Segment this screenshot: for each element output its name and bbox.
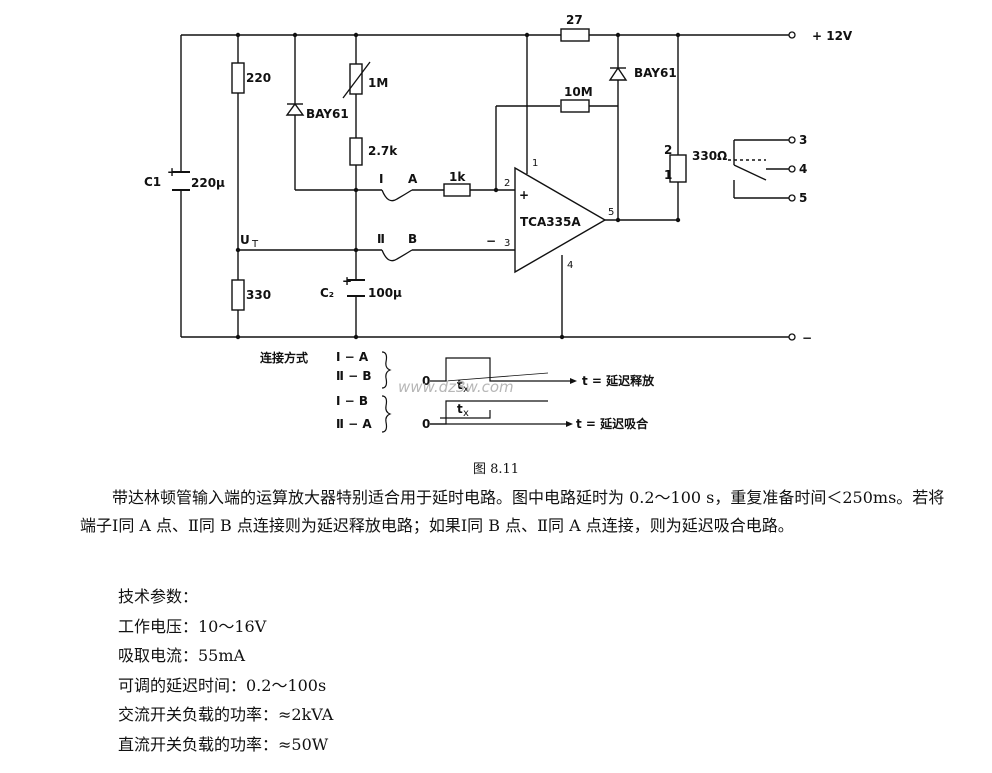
resistor-10m (560, 99, 590, 113)
jumper-ii-b (381, 249, 413, 262)
label-mode2-b: Ⅱ − A (336, 417, 372, 431)
label-mode1-a: Ⅰ − A (336, 350, 369, 364)
label-pin2: 2 (504, 178, 510, 189)
waveform-release (430, 357, 548, 382)
label-bay61-top: BAY61 (634, 66, 677, 80)
resistor-1k (443, 183, 471, 197)
label-ground: − (802, 331, 812, 345)
label-tx-sub-pull: x (463, 408, 469, 419)
jumper-i-a (381, 189, 413, 202)
label-r1k: 1k (449, 170, 466, 184)
resistor-2k7 (349, 137, 363, 166)
label-mode1-b: Ⅱ − B (336, 369, 371, 383)
diode-bay61-top (608, 66, 628, 81)
label-c1-value: 220μ (191, 176, 225, 190)
label-r330: 330 (246, 288, 271, 302)
label-ut: U (240, 233, 250, 247)
label-switch-4: 4 (799, 162, 807, 176)
resistor-220 (231, 62, 245, 94)
label-c2-value: 100μ (368, 286, 402, 300)
brace-mode2 (381, 395, 392, 433)
params-heading: 技术参数： (118, 587, 199, 606)
technical-params: 技术参数： 工作电压：10～16V 吸取电流：55mA 可调的延迟时间：0.2～… (80, 582, 960, 760)
label-op-minus: − (486, 234, 496, 248)
label-delay-pull: t = 延迟吸合 (576, 416, 649, 431)
label-r220: 220 (246, 71, 271, 85)
figure-caption: 图 8.11 (472, 462, 520, 477)
label-relay: 330Ω (692, 149, 727, 163)
label-pin3: 3 (504, 238, 510, 249)
label-supply-pos: + 12V (812, 29, 853, 43)
brace-mode1 (381, 351, 392, 389)
label-r1m: 1M (368, 76, 388, 90)
label-point-a: A (408, 172, 418, 186)
description-text: 带达林顿管输入端的运算放大器特别适合用于延时电路。图中电路延时为 0.2～100… (80, 488, 945, 535)
relay-coil (669, 154, 687, 183)
label-c2: C₂ (320, 286, 334, 300)
label-zero-release: 0 (422, 374, 430, 388)
c1-plus-sign: + (167, 165, 177, 179)
resistor-27 (560, 28, 590, 42)
label-pin5: 5 (608, 207, 614, 218)
label-c1: C1 (144, 175, 161, 189)
label-delay-release: t = 延迟释放 (582, 373, 655, 388)
diode-bay61-left (285, 102, 305, 116)
resistor-1m (349, 63, 363, 95)
terminal-ground (788, 333, 796, 341)
c2-plus-sign: + (342, 274, 352, 288)
terminal-switch-4 (788, 165, 796, 173)
label-switch-5: 5 (799, 191, 807, 205)
param-item: 交流开关负载的功率：≈2kVA (118, 705, 334, 725)
terminal-switch-3 (788, 136, 796, 144)
label-terminal-ii: Ⅱ (377, 232, 385, 246)
label-tx-release: t (457, 378, 463, 392)
resistor-330 (231, 279, 245, 311)
watermark: www.dz3w.com (398, 378, 514, 396)
description-paragraph: 带达林顿管输入端的运算放大器特别适合用于延时电路。图中电路延时为 0.2～100… (80, 484, 960, 540)
label-r27: 27 (566, 13, 583, 27)
label-bay61-left: BAY61 (306, 107, 349, 121)
label-ut-sub: T (251, 239, 259, 250)
terminal-supply-pos (788, 31, 796, 39)
label-switch-3: 3 (799, 133, 807, 147)
param-item: 吸取电流：55mA (118, 646, 246, 666)
param-item: 直流开关负载的功率：≈50W (118, 734, 329, 754)
circuit-schematic: + 12V − 27 10M BAY61 BAY61 220 1M 2.7k 1… (144, 13, 853, 433)
waveform-pull (430, 400, 548, 425)
label-pin4: 4 (567, 260, 573, 271)
param-item: 可调的延迟时间：0.2～100s (118, 675, 327, 695)
label-tx-sub-release: x (463, 384, 469, 395)
label-point-b: B (408, 232, 417, 246)
param-item: 工作电压：10～16V (118, 616, 267, 636)
label-mode2-a: Ⅰ − B (336, 394, 368, 408)
label-relay-pin2: 2 (664, 143, 672, 157)
label-pin1: 1 (532, 158, 538, 169)
label-connection-mode: 连接方式 (260, 350, 308, 365)
terminal-switch-5 (788, 194, 796, 202)
label-op-plus: + (519, 188, 529, 202)
label-relay-pin1: 1 (664, 168, 672, 182)
label-r10m: 10M (564, 85, 593, 99)
label-r2k7: 2.7k (368, 144, 398, 158)
label-opamp: TCA335A (520, 215, 581, 229)
label-terminal-i: I (379, 172, 383, 186)
label-tx-pull: t (457, 402, 463, 416)
label-zero-pull: 0 (422, 417, 430, 431)
